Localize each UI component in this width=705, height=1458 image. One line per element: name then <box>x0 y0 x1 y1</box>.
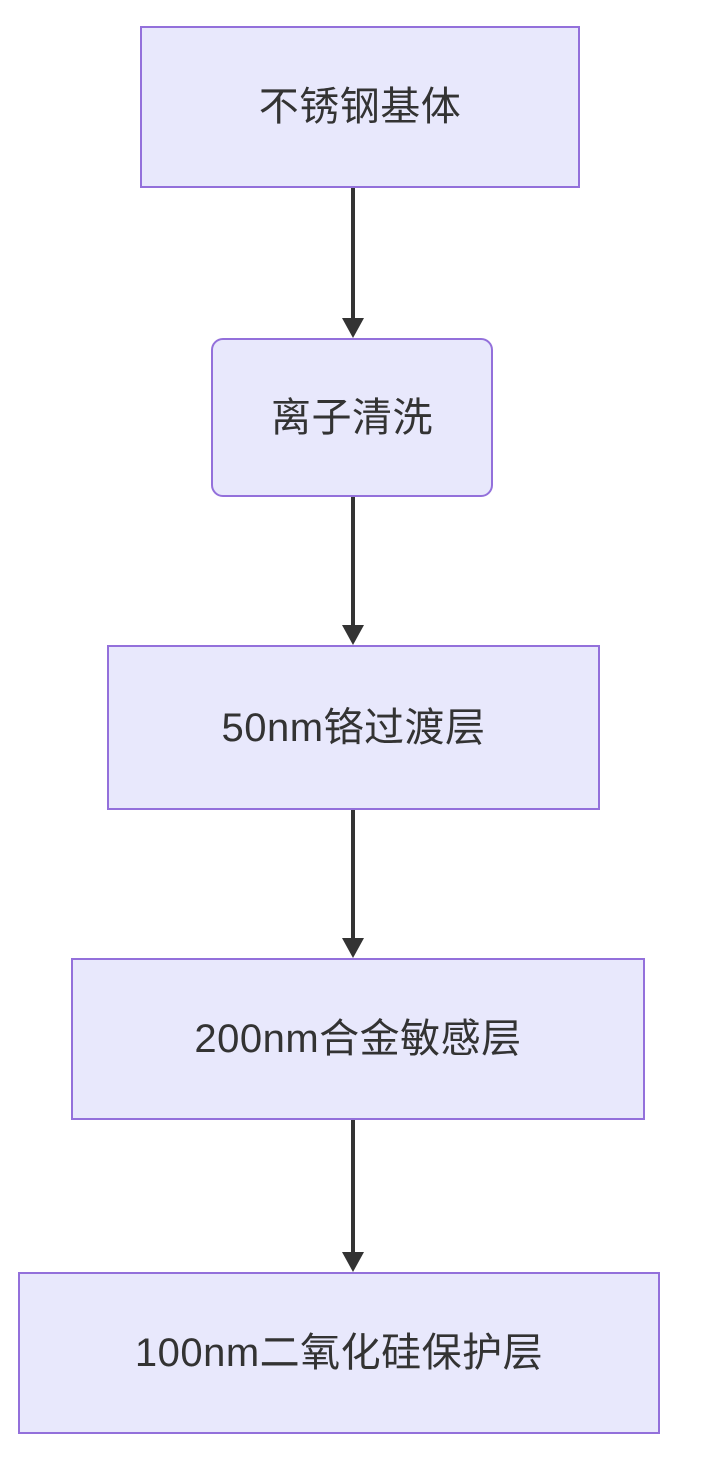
node-chromium-layer[interactable]: 50nm铬过渡层 <box>107 645 600 810</box>
node-alloy-layer[interactable]: 200nm合金敏感层 <box>71 958 645 1120</box>
edge-chromium-layer-to-alloy-layer <box>342 810 364 958</box>
arrowhead-icon <box>342 318 364 338</box>
node-label: 100nm二氧化硅保护层 <box>134 1331 544 1375</box>
node-label: 50nm铬过渡层 <box>221 705 486 750</box>
node-label: 200nm合金敏感层 <box>194 1017 522 1061</box>
arrowhead-icon <box>342 938 364 958</box>
node-silica-layer[interactable]: 100nm二氧化硅保护层 <box>18 1272 660 1434</box>
edge-ion-clean-to-chromium-layer <box>342 497 364 645</box>
arrowhead-icon <box>342 1252 364 1272</box>
arrowhead-icon <box>342 625 364 645</box>
node-label: 离子清洗 <box>271 395 433 440</box>
node-label: 不锈钢基体 <box>258 85 462 129</box>
node-ion-clean[interactable]: 离子清洗 <box>211 338 493 497</box>
edge-substrate-to-ion-clean <box>342 188 364 338</box>
node-substrate[interactable]: 不锈钢基体 <box>140 26 580 188</box>
edge-alloy-layer-to-silica-layer <box>342 1120 364 1272</box>
